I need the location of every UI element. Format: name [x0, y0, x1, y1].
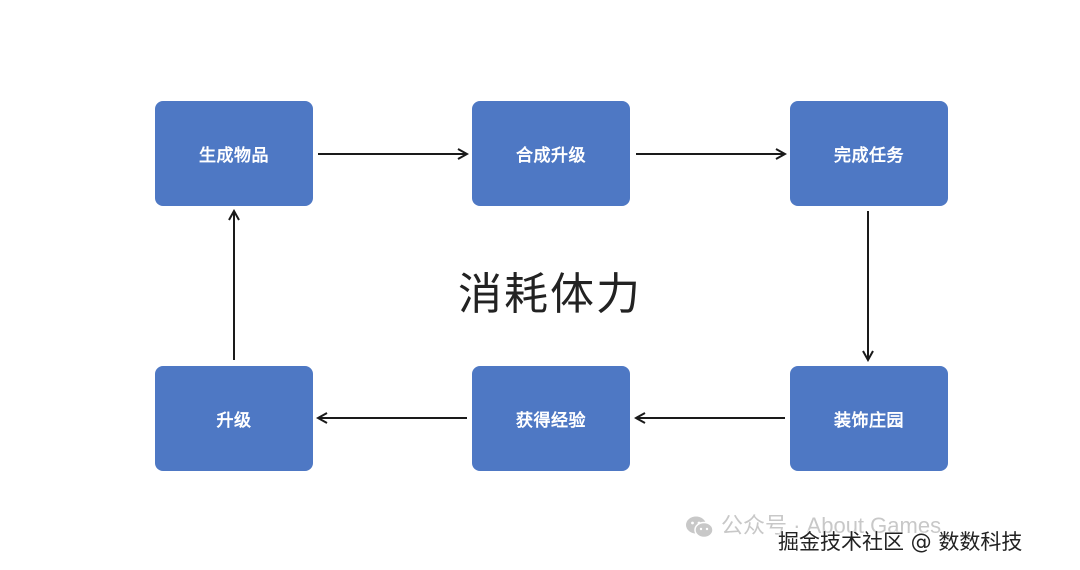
node-task: 完成任务 [790, 101, 948, 206]
node-generate-label: 生成物品 [199, 146, 269, 166]
watermark-line2: 掘金技术社区 @ 数数科技 [778, 530, 1023, 554]
node-levelup-label: 升级 [216, 411, 252, 431]
node-levelup: 升级 [155, 366, 313, 471]
node-exp-label: 获得经验 [516, 411, 586, 431]
watermark-wechat: 公众号 · About Games [685, 508, 941, 540]
node-decorate: 装饰庄园 [790, 366, 948, 471]
node-generate: 生成物品 [155, 101, 313, 206]
node-exp: 获得经验 [472, 366, 630, 471]
wechat-icon [686, 516, 714, 539]
node-task-label: 完成任务 [834, 146, 904, 166]
node-decorate-label: 装饰庄园 [834, 411, 904, 431]
node-merge: 合成升级 [472, 101, 630, 206]
center-label: 消耗体力 [458, 269, 642, 320]
node-merge-label: 合成升级 [516, 146, 586, 166]
watermark-line1: 公众号 · About Games [721, 513, 942, 538]
